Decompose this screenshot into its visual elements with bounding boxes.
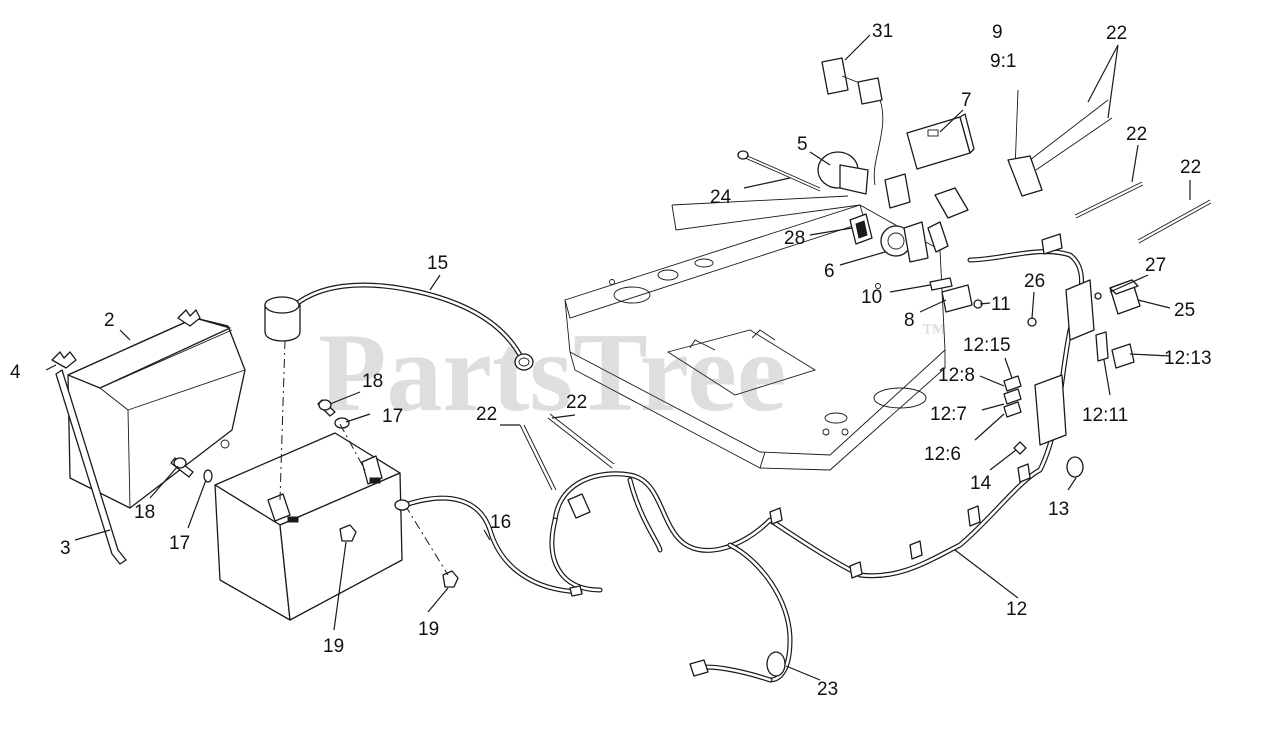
callout-22-right-b: 22 bbox=[1180, 157, 1201, 178]
callout-12-7: 12:7 bbox=[930, 404, 967, 425]
callout-7: 7 bbox=[961, 90, 972, 111]
seat-switch-plug bbox=[821, 57, 884, 186]
callout-22-mid-a: 22 bbox=[476, 404, 497, 425]
callout-4: 4 bbox=[10, 362, 21, 383]
leader-lines bbox=[45, 34, 1191, 681]
callout-17-top: 17 bbox=[382, 406, 403, 427]
switch-8 bbox=[941, 284, 973, 313]
battery-cover bbox=[67, 317, 246, 509]
assembly-line bbox=[339, 423, 366, 471]
callout-3: 3 bbox=[60, 538, 71, 559]
callout-12-6: 12:6 bbox=[924, 444, 961, 465]
battery-cable-15 bbox=[264, 282, 534, 371]
callout-22-top: 22 bbox=[1106, 23, 1127, 44]
hour-meter bbox=[906, 113, 975, 170]
callout-15: 15 bbox=[427, 253, 448, 274]
battery-cable-16 bbox=[394, 495, 583, 595]
relay-screw bbox=[1094, 292, 1102, 300]
callout-18-left: 18 bbox=[134, 502, 155, 523]
terminal-bolt bbox=[170, 457, 213, 483]
callout-27: 27 bbox=[1145, 255, 1166, 276]
terminal-bolt bbox=[317, 399, 350, 429]
watermark: PartsTree ™ bbox=[318, 311, 946, 435]
ignition-switch bbox=[880, 221, 929, 263]
callout-23: 23 bbox=[817, 679, 838, 700]
callout-12: 12 bbox=[1006, 599, 1027, 620]
callout-19-right: 19 bbox=[418, 619, 439, 640]
battery bbox=[214, 432, 403, 621]
frame-plate bbox=[564, 195, 946, 471]
callout-28: 28 bbox=[784, 228, 805, 249]
hold-down-rod bbox=[55, 369, 127, 565]
callout-6: 6 bbox=[824, 261, 835, 282]
callout-14: 14 bbox=[970, 473, 992, 494]
assembly-line bbox=[279, 339, 286, 501]
callout-25: 25 bbox=[1174, 300, 1195, 321]
diode-lead bbox=[737, 150, 821, 192]
callout-31: 31 bbox=[872, 21, 893, 42]
terminal-nut bbox=[339, 524, 459, 588]
wing-nut bbox=[51, 309, 201, 369]
watermark-text: PartsTree bbox=[318, 311, 787, 435]
callout-5: 5 bbox=[797, 134, 808, 155]
callout-13: 13 bbox=[1048, 499, 1069, 520]
callout-8: 8 bbox=[904, 310, 915, 331]
callout-9-1: 9:1 bbox=[990, 51, 1016, 72]
callout-2: 2 bbox=[104, 310, 115, 331]
callout-labels: 31 9 9:1 22 7 5 22 22 24 28 6 15 27 26 2… bbox=[10, 21, 1212, 700]
connector-block bbox=[884, 173, 969, 253]
main-wire-harness bbox=[549, 233, 1095, 683]
callout-26: 26 bbox=[1024, 271, 1045, 292]
callout-12-15: 12:15 bbox=[963, 335, 1011, 356]
clip bbox=[1013, 441, 1027, 455]
grommet bbox=[1066, 456, 1084, 478]
pto-switch bbox=[817, 151, 869, 195]
callout-10: 10 bbox=[861, 287, 882, 308]
callout-12-8: 12:8 bbox=[938, 365, 975, 386]
harness-9 bbox=[1007, 89, 1043, 197]
callout-17-left: 17 bbox=[169, 533, 190, 554]
callout-22-right-a: 22 bbox=[1126, 124, 1147, 145]
callout-16: 16 bbox=[490, 512, 511, 533]
bracket-10 bbox=[929, 277, 953, 291]
callout-11: 11 bbox=[991, 294, 1011, 315]
callout-22-mid-b: 22 bbox=[566, 392, 587, 413]
callout-19-left: 19 bbox=[323, 636, 344, 657]
switch-bezel bbox=[849, 213, 873, 245]
harness-connectors bbox=[1003, 331, 1135, 418]
callout-12-13: 12:13 bbox=[1164, 348, 1212, 369]
callout-12-11: 12:11 bbox=[1082, 405, 1128, 426]
screw bbox=[1027, 317, 1037, 327]
assembly-line bbox=[404, 504, 449, 576]
cable-tie bbox=[519, 99, 1212, 491]
callout-9: 9 bbox=[992, 22, 1003, 43]
callout-18-top: 18 bbox=[362, 371, 383, 392]
watermark-trademark: ™ bbox=[922, 320, 946, 346]
callout-24: 24 bbox=[710, 187, 732, 208]
